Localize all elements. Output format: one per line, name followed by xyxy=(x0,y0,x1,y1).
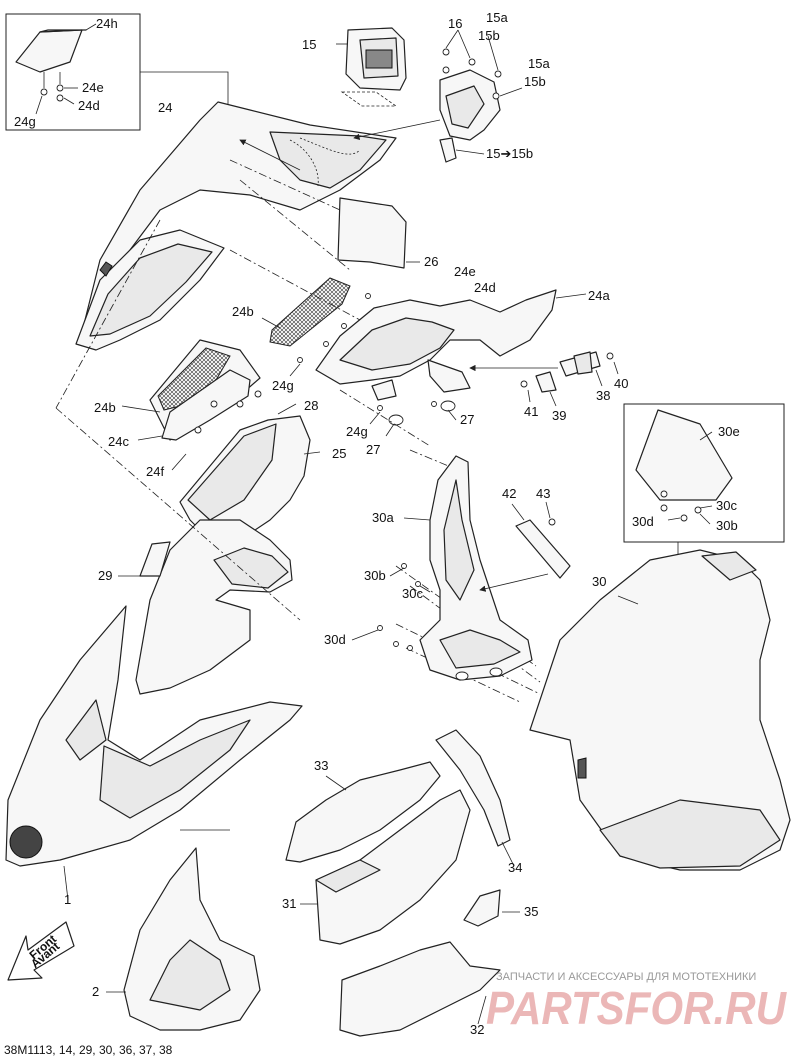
part-2-lower-nose xyxy=(106,847,261,1031)
callout-30c-box: 30c xyxy=(716,498,737,513)
callout-24g-box: 24g xyxy=(14,114,36,129)
fastener-24e-box xyxy=(56,84,64,92)
part-35-clip xyxy=(463,889,501,927)
callout-16: 16 xyxy=(448,16,462,31)
front-direction-arrow: Front Avant xyxy=(7,921,75,981)
callout-labels: 24h 24g 24e 24d 24 15 16 15a 15b 15a 15b… xyxy=(14,10,740,1037)
callout-31: 31 xyxy=(282,896,296,911)
callout-39: 39 xyxy=(552,408,566,423)
callout-41: 41 xyxy=(524,404,538,419)
callout-30d-box: 30d xyxy=(632,514,654,529)
callout-30e: 30e xyxy=(718,424,740,439)
part-24b-mesh-lower xyxy=(121,339,262,471)
callout-24f: 24f xyxy=(146,464,164,479)
part-30-side-panel xyxy=(529,549,791,871)
callout-30b-box: 30b xyxy=(716,518,738,533)
callout-30d: 30d xyxy=(324,632,346,647)
callout-2: 2 xyxy=(92,984,99,999)
callout-30a: 30a xyxy=(372,510,394,525)
callout-43: 43 xyxy=(536,486,550,501)
callout-28: 28 xyxy=(304,398,318,413)
callout-24: 24 xyxy=(158,100,172,115)
callout-33: 33 xyxy=(314,758,328,773)
part-24h-cover xyxy=(15,29,83,73)
part-15-headlight xyxy=(340,27,407,107)
part-38-41-hardware xyxy=(469,351,619,407)
callout-24a: 24a xyxy=(588,288,610,303)
callout-15b-2: 15b xyxy=(524,74,546,89)
part-25-side-panel xyxy=(135,403,321,695)
callout-29: 29 xyxy=(98,568,112,583)
part-1-nose-fairing xyxy=(5,605,303,901)
callout-30b: 30b xyxy=(364,568,386,583)
callout-15-to-15b: 15➔15b xyxy=(486,146,533,161)
callout-38: 38 xyxy=(596,388,610,403)
callout-24h: 24h xyxy=(96,16,118,31)
callout-32: 32 xyxy=(470,1022,484,1037)
callout-24c: 24c xyxy=(108,434,129,449)
callout-24g-2: 24g xyxy=(346,424,368,439)
fastener-24d-box xyxy=(56,94,64,102)
part-24a-side-frame xyxy=(315,289,587,393)
part-24b-mesh-upper xyxy=(261,277,351,347)
callout-27-2: 27 xyxy=(366,442,380,457)
callout-15a-2: 15a xyxy=(528,56,550,71)
part-29-trim xyxy=(139,541,171,577)
part-26-panel xyxy=(337,197,407,269)
callout-40: 40 xyxy=(614,376,628,391)
callout-24e: 24e xyxy=(454,264,476,279)
part-42-43 xyxy=(479,501,571,592)
watermark: ЗАПЧАСТИ И АКСЕССУАРЫ ДЛЯ МОТОТЕХНИКИ PA… xyxy=(486,971,788,1034)
callout-24e-box: 24e xyxy=(82,80,104,95)
callout-35: 35 xyxy=(524,904,538,919)
callout-24b-2: 24b xyxy=(94,400,116,415)
callout-30c: 30c xyxy=(402,586,423,601)
part-31-panel xyxy=(300,789,471,945)
part-15b-bracket xyxy=(336,29,523,163)
callout-34: 34 xyxy=(508,860,522,875)
part-34-strip xyxy=(435,729,515,867)
part-33-panel xyxy=(285,761,441,863)
part-32-lower-panel xyxy=(339,941,501,1037)
callout-15a-1: 15a xyxy=(486,10,508,25)
callout-24d: 24d xyxy=(474,280,496,295)
callout-27-1: 27 xyxy=(460,412,474,427)
watermark-caption: ЗАПЧАСТИ И АКСЕССУАРЫ ДЛЯ МОТОТЕХНИКИ xyxy=(496,971,756,983)
callout-25: 25 xyxy=(332,446,346,461)
callout-24b-1: 24b xyxy=(232,304,254,319)
callout-24g-1: 24g xyxy=(272,378,294,393)
drawing-code: 38M1113, 14, 29, 30, 36, 37, 38 xyxy=(4,1043,173,1057)
callout-24d-box: 24d xyxy=(78,98,100,113)
watermark-brand: PARTSFOR.RU xyxy=(486,982,788,1034)
callout-15b-1: 15b xyxy=(478,28,500,43)
fastener-24g-box xyxy=(40,88,48,96)
inset-box-24h xyxy=(5,13,141,131)
callout-15: 15 xyxy=(302,37,316,52)
inset-box-30e xyxy=(623,403,785,543)
callout-26: 26 xyxy=(424,254,438,269)
callout-30: 30 xyxy=(592,574,606,589)
part-30a-bracket xyxy=(403,455,533,681)
part-24-upper-frame xyxy=(75,101,397,351)
callout-42: 42 xyxy=(502,486,516,501)
callout-1: 1 xyxy=(64,892,71,907)
